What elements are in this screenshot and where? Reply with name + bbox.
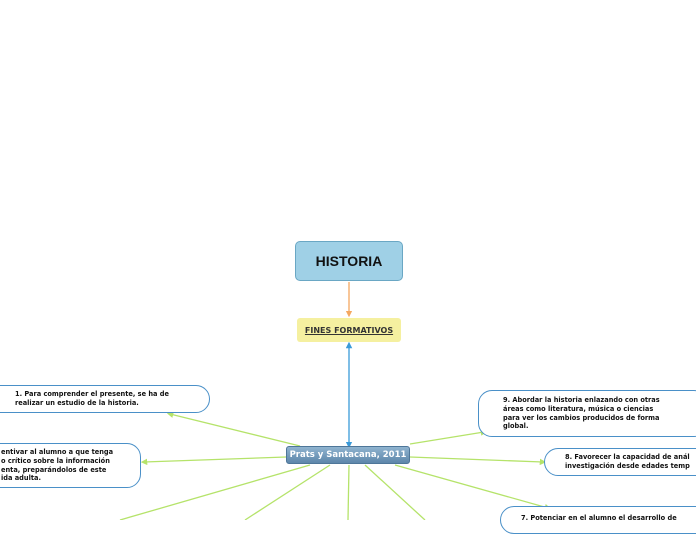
subtopic-9-line: 9. Abordar la historia enlazando con otr… (503, 396, 660, 405)
connector-hub-offscreen-2 (244, 464, 331, 520)
subtopic-9-line: para ver los cambios producidos de forma (503, 413, 660, 422)
subtopic-2-line: o crítico sobre la información (1, 456, 110, 465)
subtopic-9-line: áreas como literatura, música o ciencias (503, 404, 654, 413)
subtopic-2-line: ida adulta. (1, 474, 41, 483)
topic-prats-santacana-label: Prats y Santacana, 2011 (289, 450, 407, 460)
subtopic-8-line: 8. Favorecer la capacidad de anál (565, 453, 690, 462)
subtopic-1[interactable]: 1. Para comprender el presente, se ha de… (0, 385, 210, 413)
subtopic-7[interactable]: 7. Potenciar en el alumno el desarrollo … (500, 506, 696, 534)
subtopic-1-text: 1. Para comprender el presente, se ha de… (15, 390, 169, 407)
subtopic-2-line: entivar al alumno a que tenga (1, 448, 114, 457)
subtopic-1-line: 1. Para comprender el presente, se ha de (15, 390, 169, 399)
subtopic-2-line: enta, preparándolos de este (1, 465, 107, 474)
connector-hub-leaf2 (140, 456, 287, 466)
connector-hub-leaf8 (409, 456, 547, 466)
subtopic-9[interactable]: 9. Abordar la historia enlazando con otr… (478, 390, 696, 437)
topic-historia-label: HISTORIA (315, 253, 383, 269)
topic-historia[interactable]: HISTORIA (295, 241, 403, 281)
connector-hub-leaf7 (394, 464, 552, 511)
subtopic-2-text: entivar al alumno a que tenga o crítico … (1, 448, 113, 482)
subtopic-7-text: 7. Potenciar en el alumno el desarrollo … (521, 514, 677, 523)
connector-hub-leaf9 (409, 429, 488, 445)
topic-fines-formativos-label: FINES FORMATIVOS (304, 325, 394, 335)
subtopic-9-text: 9. Abordar la historia enlazando con otr… (503, 396, 660, 430)
topic-fines-formativos[interactable]: FINES FORMATIVOS (297, 318, 401, 342)
connector-hub-offscreen-3 (347, 464, 350, 520)
topic-prats-santacana[interactable]: Prats y Santacana, 2011 (286, 446, 410, 464)
subtopic-8-text: 8. Favorecer la capacidad de anál invest… (565, 453, 690, 470)
connector-hub-offscreen-1 (119, 464, 311, 520)
subtopic-9-line: global. (503, 422, 529, 431)
connector-hub-offscreen-4 (364, 464, 426, 520)
connector-hub-leaf1 (166, 411, 301, 447)
subtopic-1-line: realizar un estudio de la historia. (15, 399, 139, 407)
connector-layer (119, 282, 552, 520)
subtopic-8[interactable]: 8. Favorecer la capacidad de anál invest… (544, 448, 696, 476)
subtopic-2[interactable]: entivar al alumno a que tenga o crítico … (0, 443, 141, 488)
subtopic-8-line: investigación desde edades temp (565, 462, 690, 470)
subtopic-7-line: 7. Potenciar en el alumno el desarrollo … (521, 514, 677, 522)
